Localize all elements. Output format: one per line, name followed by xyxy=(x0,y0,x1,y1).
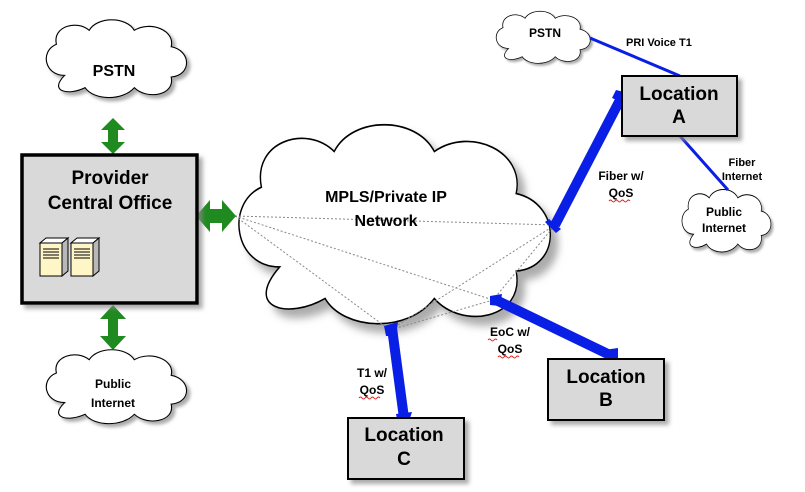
location-c-label-line1: Location xyxy=(364,425,443,446)
fiber-qos-label-line1: Fiber w/ xyxy=(598,169,644,183)
eoc-qos-label-line1: EoC w/ xyxy=(490,325,531,339)
location-a-box xyxy=(621,75,738,137)
cloud-pstn-left xyxy=(45,19,188,99)
link-fiber-qos xyxy=(545,90,626,233)
fiber-qos-label-line2: QoS xyxy=(609,186,634,200)
internet-left-label-line1: Public xyxy=(95,377,131,391)
internet-right-label-line1: Public xyxy=(706,205,742,219)
eoc-qos-label-line2: QoS xyxy=(498,342,523,356)
location-b-label-line1: Location xyxy=(566,367,645,388)
link-fiber-internet xyxy=(678,135,730,191)
server-icon xyxy=(38,236,70,278)
arrow-provider-internet xyxy=(100,305,126,350)
spellcheck-underline xyxy=(358,396,381,400)
internet-right-label-line2: Internet xyxy=(702,221,746,235)
location-a-label-line1: Location xyxy=(639,84,718,105)
t1-qos-label-line1: T1 w/ xyxy=(357,366,388,380)
location-c-box xyxy=(347,417,465,480)
pri-voice-label: PRI Voice T1 xyxy=(626,37,692,49)
pstn-right-label: PSTN xyxy=(529,26,561,40)
provider-central-office-box xyxy=(20,153,199,305)
mpls-label-line2: Network xyxy=(354,213,417,230)
arrow-provider-mpls xyxy=(196,200,236,232)
spellcheck-underline xyxy=(487,338,498,342)
internet-left-label-line2: Internet xyxy=(91,396,135,410)
fiber-internet-label-line2: Internet xyxy=(722,171,763,183)
pstn-left-label: PSTN xyxy=(93,63,136,80)
spellcheck-underline xyxy=(497,355,520,359)
provider-label-line2: Central Office xyxy=(48,193,173,214)
link-t1-qos xyxy=(384,322,412,424)
location-b-box xyxy=(547,358,665,421)
t1-qos-label-line2: QoS xyxy=(360,383,385,397)
location-b-label-line2: B xyxy=(599,390,613,411)
mpls-label-line1: MPLS/Private IP xyxy=(325,189,447,206)
mesh-lines xyxy=(234,215,556,331)
server-icon-2 xyxy=(69,236,101,278)
fiber-internet-label-line1: Fiber xyxy=(729,157,757,169)
link-pri-voice xyxy=(589,36,681,78)
provider-label-line1: Provider xyxy=(71,168,149,189)
location-a-label-line2: A xyxy=(672,107,686,128)
location-c-label-line2: C xyxy=(397,449,411,470)
spellcheck-underline xyxy=(608,199,631,203)
arrow-pstn-provider xyxy=(101,118,125,154)
